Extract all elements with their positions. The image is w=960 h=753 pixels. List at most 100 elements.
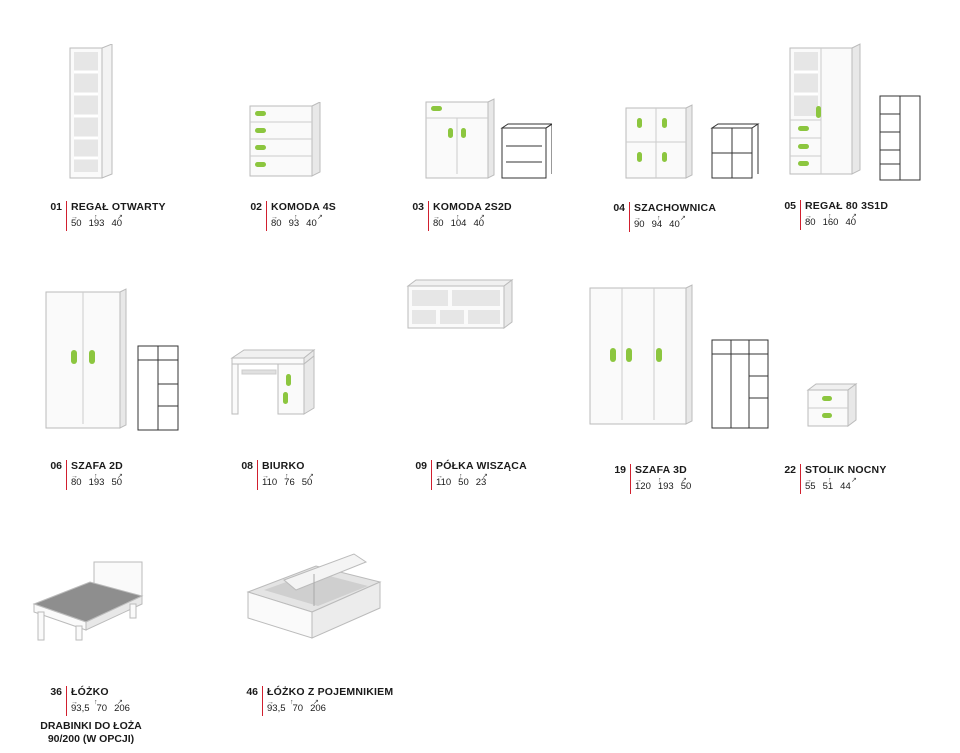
depth-value: 44: [840, 481, 851, 492]
depth-arrow-icon: ↗: [308, 473, 314, 480]
dimension-arrows: →↑↗: [71, 471, 140, 483]
dimension-arrows: →↑↗: [805, 475, 874, 487]
dimension-arrows: → ↑ ↗: [436, 471, 505, 483]
height-value: 160: [822, 217, 839, 228]
product-name: ŁÓŻKO Z POJEMNIKIEM: [267, 686, 394, 698]
product-dimensions: 110 50 23: [436, 477, 493, 489]
product-number: 01: [50, 201, 62, 213]
product-dimensions: 120 193 50: [635, 481, 698, 493]
width-value: 50: [71, 218, 82, 229]
product-number: 36: [50, 686, 62, 698]
dimension-arrows: →↑↗: [635, 475, 704, 487]
width-arrow-icon: →: [634, 215, 641, 222]
product-image-regal-80-3s1d: [786, 42, 926, 182]
height-value: 193: [657, 481, 674, 492]
depth-arrow-icon: ↗: [117, 214, 123, 221]
label-divider: [66, 460, 67, 490]
dimension-arrows: →↑↗: [71, 697, 140, 709]
product-dimensions: 80 93 40: [271, 218, 324, 230]
height-arrow-icon: ↑: [828, 477, 832, 484]
depth-arrow-icon: ↗: [680, 215, 686, 222]
width-value: 80: [271, 218, 282, 229]
product-image-szafa-2d: [42, 288, 187, 436]
ladder-note: DRABINKI DO ŁOŻA 90/200 (W OPCJI): [36, 720, 146, 746]
product-number: 06: [50, 460, 62, 472]
product-name: STOLIK NOCNY: [805, 464, 887, 476]
width-arrow-icon: →: [433, 214, 440, 221]
height-value: 193: [88, 218, 105, 229]
dimension-arrows: →↑↗: [271, 212, 340, 224]
height-value: 70: [96, 703, 108, 714]
depth-arrow-icon: ↗: [317, 214, 323, 221]
dimension-arrows: → ↑ ↗: [634, 213, 703, 225]
width-arrow-icon: →: [436, 473, 443, 480]
dimension-arrows: →↑↗: [433, 212, 502, 224]
label-divider: [257, 460, 258, 490]
product-name: SZAFA 2D: [71, 460, 123, 472]
depth-arrow-icon: ↗: [117, 699, 123, 706]
product-name: SZACHOWNICA: [634, 202, 717, 214]
product-number: 04: [613, 202, 625, 214]
depth-arrow-icon: ↗: [851, 213, 857, 220]
depth-arrow-icon: ↗: [482, 473, 488, 480]
depth-value: 40: [111, 218, 123, 229]
width-value: 120: [635, 481, 651, 492]
depth-value: 206: [310, 703, 326, 714]
height-value: 193: [88, 477, 105, 488]
depth-value: 50: [111, 477, 123, 488]
product-image-polka-wiszaca: [404, 276, 516, 332]
depth-arrow-icon: ↗: [313, 699, 319, 706]
label-divider: [800, 464, 801, 494]
width-value: 90: [634, 219, 645, 230]
product-name: ŁÓŻKO: [71, 686, 109, 698]
width-arrow-icon: →: [805, 213, 812, 220]
label-divider: [66, 686, 67, 716]
height-value: 70: [292, 703, 304, 714]
product-number: 22: [784, 464, 796, 476]
product-image-komoda-4s: [246, 102, 324, 180]
product-name: REGAŁ 80 3S1D: [805, 200, 889, 212]
label-divider: [629, 202, 630, 232]
dimension-arrows: → ↑ ↗: [71, 212, 140, 224]
width-arrow-icon: →: [71, 214, 78, 221]
product-number: 02: [250, 201, 262, 213]
height-arrow-icon: ↑: [290, 699, 294, 706]
product-name: KOMODA 2S2D: [433, 201, 512, 213]
depth-arrow-icon: ↗: [851, 477, 857, 484]
depth-value: 23: [475, 477, 487, 488]
product-name: SZAFA 3D: [635, 464, 687, 476]
label-divider: [266, 201, 267, 231]
depth-value: 40: [845, 217, 857, 228]
height-arrow-icon: ↑: [94, 214, 98, 221]
depth-value: 40: [669, 219, 680, 230]
width-arrow-icon: →: [262, 473, 269, 480]
height-arrow-icon: ↑: [828, 213, 832, 220]
product-number: 03: [412, 201, 424, 213]
depth-arrow-icon: ↗: [681, 477, 687, 484]
dimension-arrows: →↑↗: [267, 697, 336, 709]
product-dimensions: 50 193 40: [71, 218, 129, 230]
width-value: 80: [71, 477, 82, 488]
width-value: 110: [436, 477, 452, 488]
height-value: 93: [288, 218, 300, 229]
height-arrow-icon: ↑: [456, 214, 460, 221]
height-arrow-icon: ↑: [294, 214, 298, 221]
width-value: 93,5: [71, 703, 90, 714]
product-image-szachownica: [622, 104, 762, 184]
product-number: 09: [415, 460, 427, 472]
height-arrow-icon: ↑: [657, 215, 661, 222]
product-name: PÓŁKA WISZĄCA: [436, 460, 527, 472]
width-arrow-icon: →: [635, 477, 642, 484]
depth-value: 40: [473, 218, 485, 229]
product-number: 05: [784, 200, 796, 212]
depth-value: 50: [680, 481, 692, 492]
depth-value: 40: [306, 218, 317, 229]
height-arrow-icon: ↑: [459, 473, 463, 480]
height-value: 50: [458, 477, 469, 488]
product-dimensions: 80 193 50: [71, 477, 129, 489]
